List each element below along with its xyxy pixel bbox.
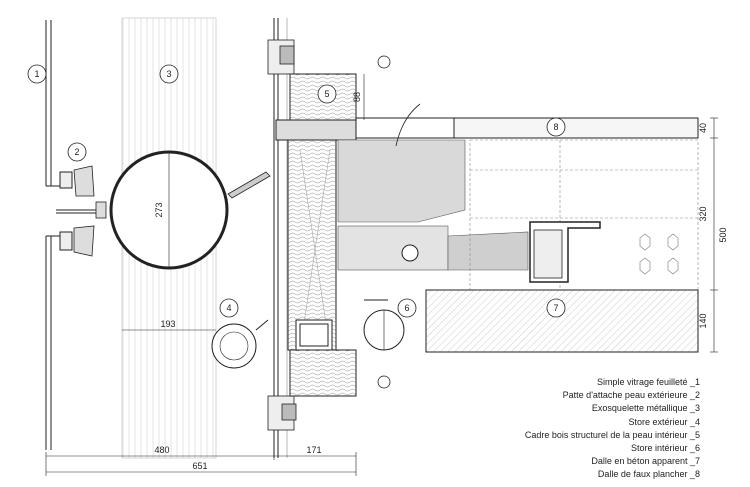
- interior-blind: [363, 299, 405, 351]
- callout-1: 1: [27, 64, 47, 84]
- section-markers: [377, 55, 391, 389]
- svg-text:7: 7: [553, 303, 558, 313]
- legend: Simple vitrage feuilleté _1 Patte d'atta…: [500, 376, 700, 482]
- dim-480: 480: [154, 445, 169, 455]
- exoskeleton-tube: [109, 150, 229, 270]
- dim-tube-diameter: 273: [154, 202, 164, 217]
- callout-4: 4: [219, 298, 239, 318]
- dim-320: 320: [698, 206, 708, 221]
- tube-bracket: [227, 171, 271, 199]
- callout-6: 6: [397, 298, 417, 318]
- callout-7: 7: [546, 298, 566, 318]
- svg-text:5: 5: [324, 89, 329, 99]
- dim-500: 500: [718, 227, 728, 242]
- legend-item: Dalle en béton apparent _7: [591, 456, 700, 467]
- concrete-slab: [425, 289, 699, 353]
- dim-171: 171: [306, 445, 321, 455]
- svg-text:8: 8: [553, 122, 558, 132]
- svg-text:4: 4: [226, 303, 231, 313]
- dim-193: 193: [160, 319, 175, 329]
- callout-3: 3: [159, 64, 179, 84]
- svg-text:2: 2: [74, 147, 79, 157]
- services-hexagons: [639, 233, 679, 275]
- exterior-blind: [211, 319, 269, 369]
- window-frame-top: [267, 39, 295, 75]
- dim-651: 651: [192, 461, 207, 471]
- dim-88: 88: [352, 92, 362, 102]
- dim-40: 40: [698, 123, 708, 133]
- svg-text:3: 3: [166, 69, 171, 79]
- attachment-bracket: [73, 165, 107, 257]
- legend-item: Patte d'attache peau extérieure _2: [562, 390, 700, 401]
- wood-frame: [275, 73, 357, 397]
- slab-edge: [337, 139, 466, 223]
- raised-floor-slab: [356, 117, 699, 139]
- dim-140: 140: [698, 313, 708, 328]
- callout-5: 5: [317, 84, 337, 104]
- window-frame-bottom: [267, 395, 297, 431]
- steel-beam: [529, 221, 601, 283]
- inner-wall: [273, 18, 337, 458]
- callout-8: 8: [546, 117, 566, 137]
- legend-item: Dalle de faux plancher _8: [597, 469, 700, 480]
- opening-arrow: [395, 103, 421, 147]
- callout-2: 2: [67, 142, 87, 162]
- svg-text:1: 1: [34, 69, 39, 79]
- legend-item: Store extérieur _4: [628, 416, 700, 427]
- dimension-lines: [45, 74, 718, 476]
- legend-item: Cadre bois structurel de la peau intérie…: [524, 429, 700, 440]
- legend-item: Exosquelette métallique _3: [591, 403, 700, 414]
- legend-item: Simple vitrage feuilleté _1: [596, 377, 700, 387]
- svg-text:6: 6: [404, 303, 409, 313]
- legend-item: Store intérieur _6: [630, 443, 700, 454]
- slab-bracket: [337, 225, 449, 271]
